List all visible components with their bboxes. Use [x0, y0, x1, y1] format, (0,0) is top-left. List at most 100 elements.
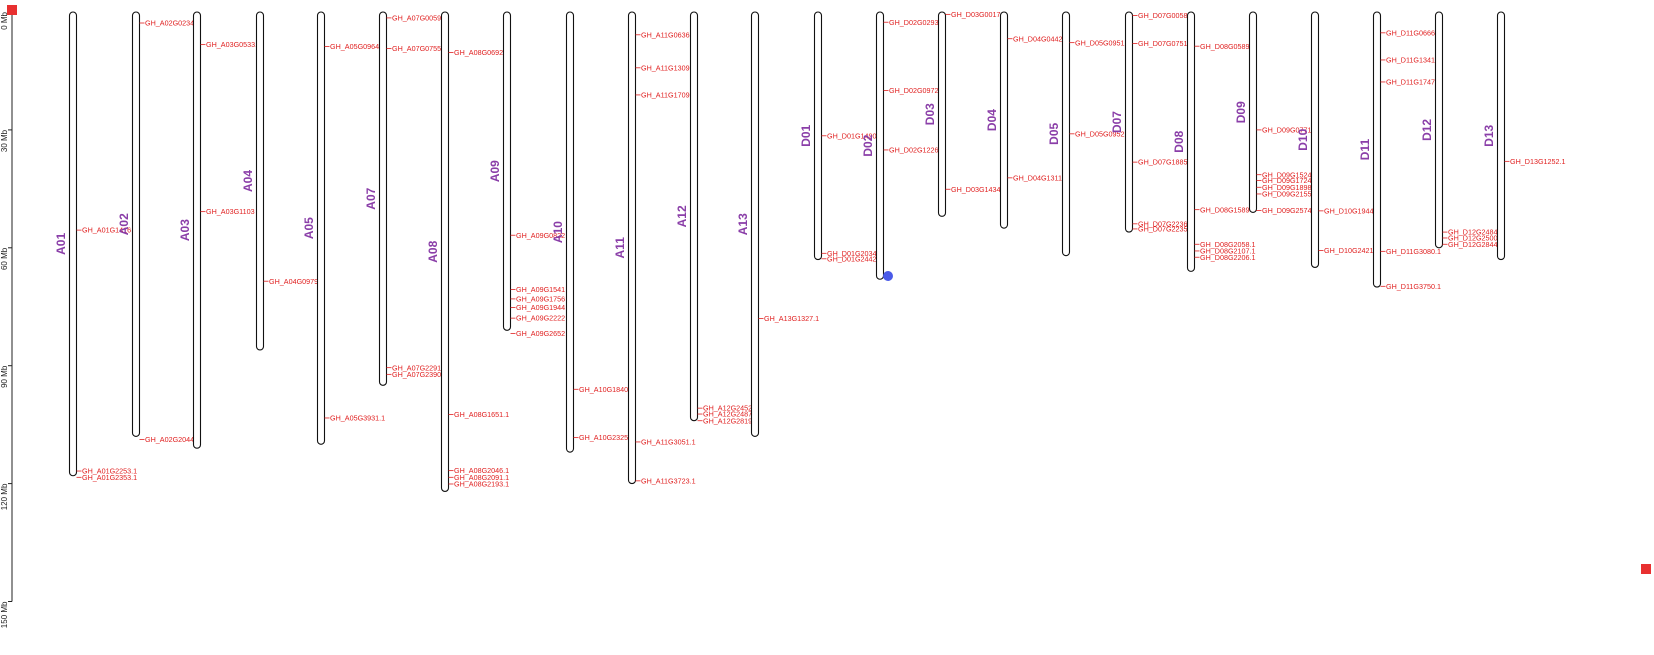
chromosome-body — [255, 11, 265, 351]
chromosome-label: A05 — [302, 217, 316, 239]
gene-label: GH_D11G3080.1 — [1386, 247, 1441, 256]
chromosome-body — [875, 11, 885, 280]
chromosome-body — [813, 11, 823, 261]
chromosome-label: A02 — [117, 213, 131, 235]
axis-tick-label: 60 Mb — [0, 247, 9, 270]
chromosome-label: A09 — [488, 160, 502, 182]
gene-label: GH_A03G0533.1 — [206, 40, 261, 49]
gene-label: GH_D01G1490 — [827, 131, 877, 140]
chromosome-label: D03 — [923, 103, 937, 125]
gene-label: GH_D02G0972 — [889, 86, 939, 95]
chromosome-body — [1434, 11, 1444, 249]
chromosome-body — [1248, 11, 1258, 213]
chromosome-body — [1372, 11, 1382, 288]
gene-label: GH_D11G1341 — [1386, 56, 1435, 65]
gene-label: GH_A12G2487 — [703, 410, 752, 419]
gene-label: GH_D04G1311 — [1013, 173, 1062, 182]
gene-label: GH_D09G1524 — [1262, 170, 1312, 179]
red-square-right-marker — [1641, 564, 1651, 574]
gene-label: GH_A03G1103 — [206, 207, 255, 216]
gene-label: GH_D05G0951.1 — [1075, 38, 1131, 47]
chromosome-a08: A08GH_A08G0692GH_A08G1651.1GH_A08G2046.1… — [426, 11, 509, 493]
gene-label: GH_D10G2421.1 — [1324, 246, 1380, 255]
gene-label: GH_A01G2353.1 — [82, 473, 137, 482]
chromosome-body — [378, 11, 388, 386]
gene-label: GH_D09G1898 — [1262, 183, 1312, 192]
gene-label: GH_D03G0017 — [951, 10, 1001, 19]
gene-label: GH_D11G0666 — [1386, 28, 1435, 37]
gene-label: GH_D07G0751 — [1138, 39, 1188, 48]
gene-label: GH_D03G1434 — [951, 185, 1001, 194]
chromosome-body — [502, 11, 512, 331]
gene-label: GH_A01G2253.1 — [82, 467, 137, 476]
gene-label: GH_D04G0442 — [1013, 34, 1063, 43]
chromosome-label: D08 — [1172, 130, 1186, 152]
chromosome-d09: D09GH_D09G0771GH_D09G1524GH_D09G1724GH_D… — [1234, 11, 1312, 215]
gene-label: GH_D01G2034 — [827, 249, 877, 258]
gene-label: GH_A11G3723.1 — [641, 476, 696, 485]
gene-label: GH_A10G1840 — [579, 385, 628, 394]
chromosome-a11: A11GH_A11G0636GH_A11G1309GH_A11G1709GH_A… — [613, 11, 696, 485]
chromosome-label: A04 — [241, 170, 255, 192]
gene-label: GH_D12G2500 — [1448, 234, 1498, 243]
gene-label: GH_D07G0058 — [1138, 11, 1188, 20]
gene-label: GH_A07G2291 — [392, 363, 441, 372]
gene-label: GH_A11G1709 — [641, 91, 690, 100]
gene-label: GH_D09G2155 — [1262, 190, 1312, 199]
gene-label: GH_D07G2235 — [1138, 225, 1188, 234]
gene-label: GH_D11G1747.1 — [1386, 78, 1441, 87]
gene-label: GH_A08G1651.1 — [454, 410, 509, 419]
gene-label: GH_D12G2484 — [1448, 228, 1498, 237]
gene-label: GH_D07G2236 — [1138, 219, 1188, 228]
chromosome-label: D07 — [1110, 111, 1124, 133]
chromosome-label: D11 — [1358, 139, 1372, 161]
chromosome-label: A12 — [675, 205, 689, 227]
gene-label: GH_D10G1944.1 — [1324, 206, 1380, 215]
gene-label: GH_A07G0059 — [392, 13, 441, 22]
gene-label: GH_D09G0771 — [1262, 126, 1312, 135]
gene-label: GH_A08G0692 — [454, 48, 503, 57]
gene-label: GH_A04G0979 — [269, 277, 318, 286]
gene-label: GH_D11G3750.1 — [1386, 282, 1441, 291]
chromosome-d08: D08GH_D08G0589GH_D08G1589GH_D08G2058.1GH… — [1172, 11, 1256, 272]
chromosome-body — [1186, 11, 1196, 272]
gene-label: GH_A09G2222 — [516, 314, 565, 323]
gene-label: GH_A08G2046.1 — [454, 466, 509, 475]
chromosome-label: D02 — [861, 134, 875, 156]
gene-label: GH_D02G1226 — [889, 146, 939, 155]
chromosome-body — [1061, 11, 1071, 257]
gene-label: GH_D13G1252.1 — [1510, 157, 1566, 166]
gene-label: GH_D09G1724 — [1262, 176, 1312, 185]
chromosome-label: D12 — [1420, 119, 1434, 141]
gene-label: GH_A08G2091.1 — [454, 473, 509, 482]
chromosome-label: A11 — [613, 237, 627, 259]
chromosome-body — [1496, 11, 1506, 261]
gene-label: GH_A09G1756 — [516, 294, 565, 303]
chromosome-label: A13 — [736, 213, 750, 235]
chromosome-label: A01 — [54, 233, 68, 255]
chromosome-body — [131, 11, 141, 437]
red-square-top-marker — [7, 5, 17, 15]
gene-label: GH_A09G1944 — [516, 303, 565, 312]
chromosome-a07: A07GH_A07G0059GH_A07G0755GH_A07G2291GH_A… — [364, 11, 441, 386]
gene-label: GH_D01G2442 — [827, 254, 877, 263]
gene-label: GH_A09G2652 — [516, 329, 565, 338]
axis-tick-label: 0 Mb — [0, 11, 9, 29]
gene-label: GH_D09G2574 — [1262, 206, 1312, 215]
gene-label: GH_D08G2206.1 — [1200, 253, 1256, 262]
chromosome-body — [192, 11, 202, 449]
gene-label: GH_A12G2452 — [703, 404, 752, 413]
